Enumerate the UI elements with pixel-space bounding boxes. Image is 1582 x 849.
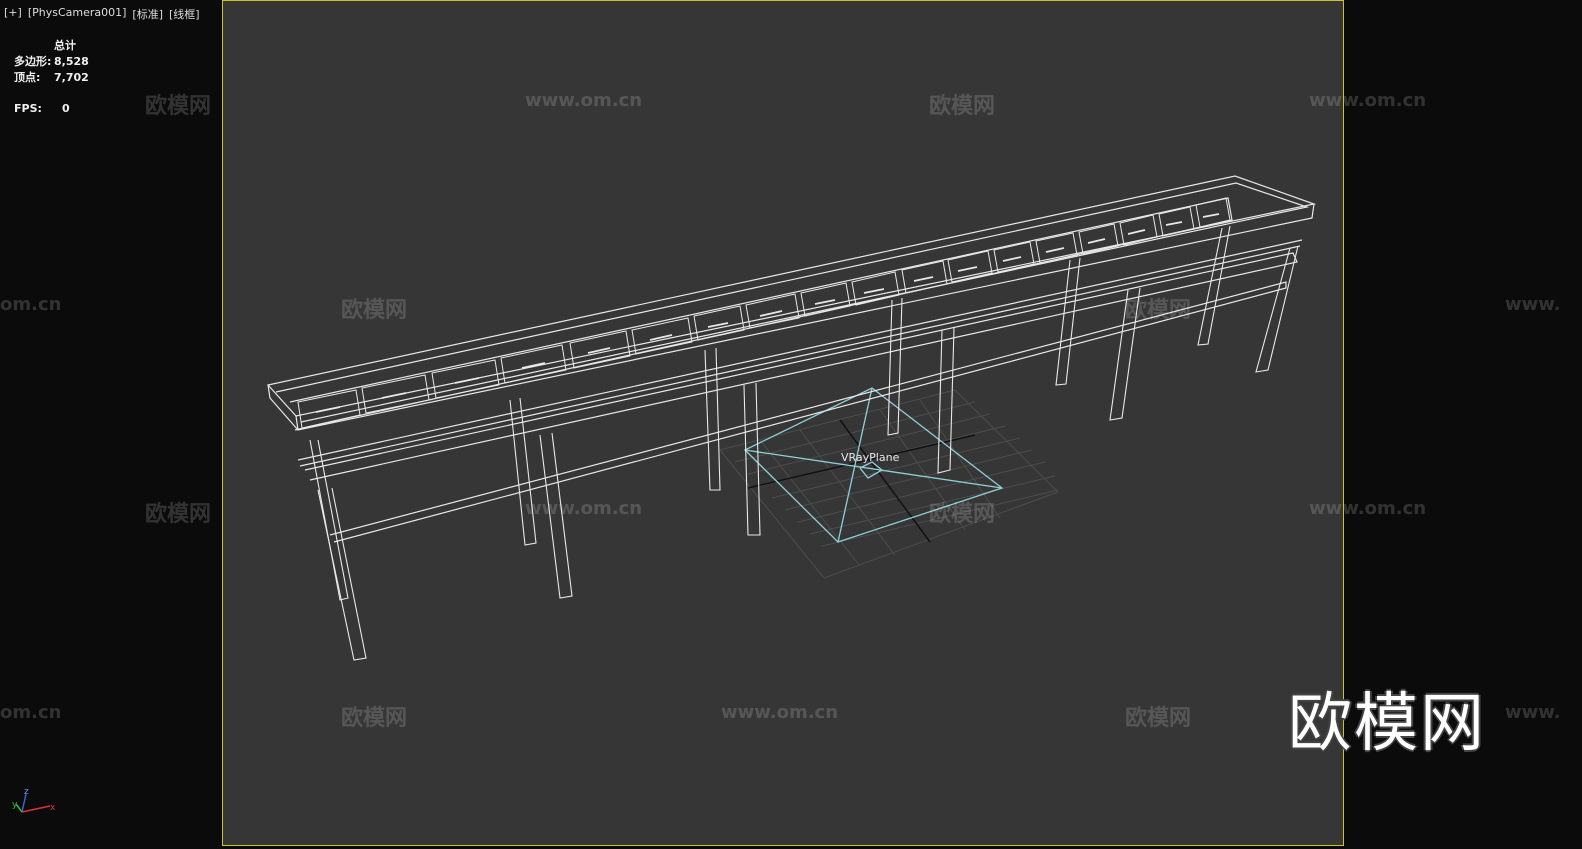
stats-overlay: 总计 多边形: 8,528 顶点: 7,702 FPS: 0 — [14, 38, 89, 117]
stats-vertices: 顶点: 7,702 — [14, 70, 89, 86]
watermark-url: www.om.cn — [721, 702, 839, 723]
vertices-label: 顶点: — [14, 71, 41, 84]
polygons-label: 多边形: — [14, 55, 52, 68]
axis-x-label: x — [50, 803, 56, 813]
stats-fps: FPS: 0 — [14, 101, 89, 117]
watermark-brand: 欧模网 — [1125, 706, 1192, 731]
watermark-url: www.om.cn — [1309, 90, 1427, 111]
watermark-url: www.om.cn — [525, 498, 643, 519]
grid-axes — [747, 419, 976, 543]
watermark-url: om.cn — [0, 294, 62, 315]
watermark-brand: 欧模网 — [929, 94, 996, 119]
watermark-brand: 欧模网 — [145, 502, 212, 527]
drawers — [297, 197, 1231, 429]
drawer-handles — [315, 213, 1220, 413]
watermark-brand: 欧模网 — [1125, 298, 1192, 323]
axis-z-label: z — [24, 788, 29, 797]
watermark-url: om.cn — [0, 702, 62, 723]
vertices-value: 7,702 — [54, 71, 89, 84]
axis-tripod-icon: x z y — [12, 788, 56, 813]
watermark-url: www. — [1505, 702, 1561, 723]
fps-label: FPS: — [14, 102, 42, 115]
viewport-plus-menu[interactable]: [+] — [4, 6, 22, 19]
watermark-url: www.om.cn — [525, 90, 643, 111]
watermark-brand: 欧模网 — [341, 298, 408, 323]
table-legs — [309, 225, 1299, 661]
watermark-url: www.om.cn — [1309, 498, 1427, 519]
viewport-label: [+] [PhysCamera001] [标准] [线框] — [4, 6, 200, 22]
watermark-brand: 欧模网 — [341, 706, 408, 731]
camera-safe-frame[interactable] — [222, 0, 1344, 846]
watermark-logo: 欧模网 — [1288, 687, 1486, 761]
watermark-url: www. — [1505, 294, 1561, 315]
polygons-value: 8,528 — [54, 55, 89, 68]
vray-plane-gizmo — [743, 387, 1004, 543]
fps-value: 0 — [62, 102, 70, 115]
watermark-brand: 欧模网 — [145, 94, 212, 119]
stats-header: 总计 — [54, 39, 76, 52]
vray-plane-label[interactable]: VRayPlane — [841, 451, 900, 464]
table-wireframe — [266, 175, 1317, 661]
viewport-display-mode-menu[interactable]: [线框] — [169, 8, 200, 21]
axis-y-label: y — [12, 800, 18, 810]
viewport-shading-menu[interactable]: [标准] — [132, 8, 163, 21]
stats-polygons: 多边形: 8,528 — [14, 54, 89, 70]
viewport-camera-menu[interactable]: [PhysCamera001] — [27, 6, 127, 19]
watermark-brand: 欧模网 — [929, 502, 996, 527]
